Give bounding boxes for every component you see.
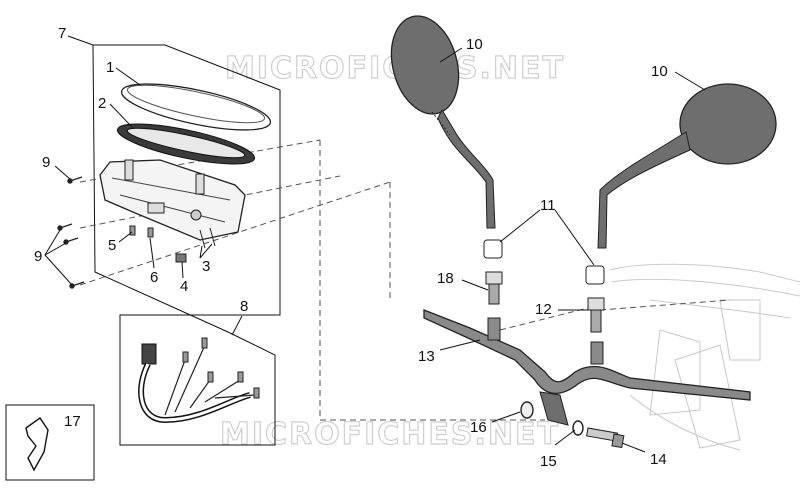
callout-10-right: 10 xyxy=(651,63,668,80)
callout-4: 4 xyxy=(180,278,188,295)
part-17-bracket xyxy=(5,404,95,481)
part-16-washer xyxy=(520,401,534,419)
part-11-mirror-adapters xyxy=(483,239,605,285)
part-4-bulb-holder xyxy=(175,253,187,263)
part-6-bulb xyxy=(147,227,154,238)
leader-lines xyxy=(44,35,706,453)
callout-16: 16 xyxy=(470,419,487,436)
part-1-lens xyxy=(120,83,272,131)
callout-7: 7 xyxy=(58,25,66,42)
callout-9-bottom: 9 xyxy=(34,248,42,265)
callout-18: 18 xyxy=(437,270,454,287)
part-2-gasket xyxy=(116,123,256,165)
callout-1: 1 xyxy=(106,59,114,76)
callout-9-top: 9 xyxy=(42,154,50,171)
group-7-outline xyxy=(92,44,281,446)
callout-labels: 7 1 2 9 9 5 6 3 4 8 17 10 10 11 18 12 13… xyxy=(34,25,668,470)
part-12-nut xyxy=(587,297,605,333)
part-14-bolt xyxy=(586,427,625,449)
part-3-dashboard-housing xyxy=(99,159,246,249)
watermark-bottom: MICROFICHES.NET xyxy=(220,417,560,452)
part-8-wiring-harness xyxy=(138,337,260,424)
callout-5: 5 xyxy=(108,237,116,254)
callout-10-left: 10 xyxy=(466,36,483,53)
part-10-right-mirror xyxy=(597,83,777,249)
callout-13: 13 xyxy=(418,348,435,365)
part-10-left-mirror xyxy=(390,15,496,229)
part-13-handlebar xyxy=(423,309,751,426)
callout-8: 8 xyxy=(240,298,248,315)
part-18-nut xyxy=(485,271,503,305)
callout-15: 15 xyxy=(540,453,557,470)
part-5-bulb xyxy=(129,225,136,236)
ghost-scooter-body xyxy=(609,263,800,451)
part-15-washer xyxy=(572,420,584,436)
callout-2: 2 xyxy=(98,95,106,112)
callout-3: 3 xyxy=(202,258,210,275)
callout-12: 12 xyxy=(535,301,552,318)
callout-17: 17 xyxy=(64,413,81,430)
callout-6: 6 xyxy=(150,269,158,286)
callout-11: 11 xyxy=(540,197,556,214)
part-9-screws xyxy=(57,176,85,289)
callout-14: 14 xyxy=(650,451,667,468)
